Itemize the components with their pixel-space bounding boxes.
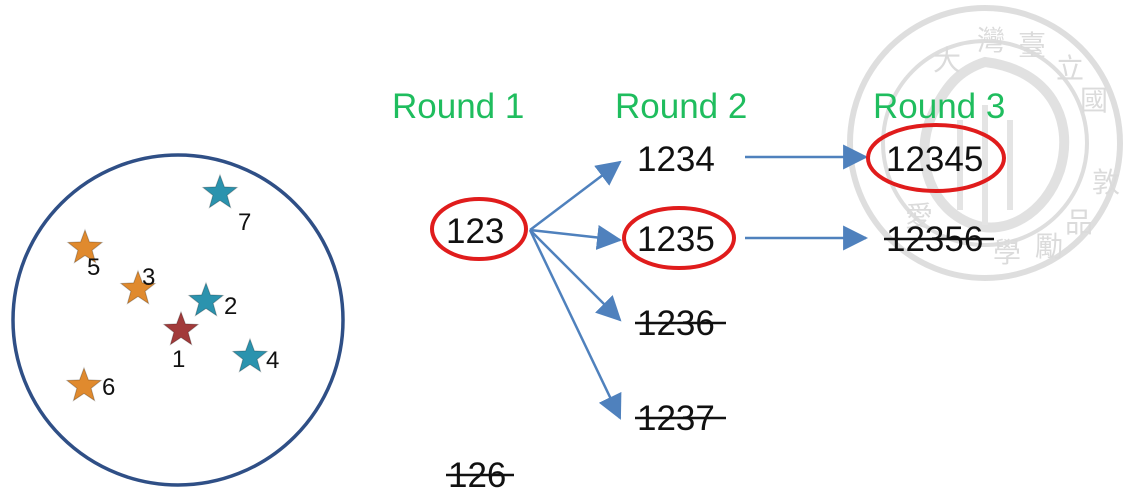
seal-watermark: 大 灣 臺 立 國 敦 品 勵 學 愛 [847, 5, 1123, 281]
star-4-icon [231, 337, 269, 373]
node-123: 123 [446, 212, 504, 251]
star-2-icon [187, 281, 225, 317]
round-2-header: Round 2 [615, 87, 747, 126]
seal-char: 大 [933, 44, 961, 77]
node-1234: 1234 [637, 140, 715, 179]
seal-char: 勵 [1035, 230, 1063, 263]
arrow-123-to-1234 [529, 160, 622, 231]
arrow-123-to-1237 [528, 229, 622, 420]
seal-char: 品 [1065, 206, 1093, 239]
seal-char: 學 [993, 236, 1021, 269]
round-3-header: Round 3 [873, 87, 1005, 126]
star-label-5: 5 [87, 254, 100, 281]
selected-highlight-1235 [622, 206, 736, 270]
node-1235: 1235 [637, 220, 715, 259]
star-3-icon [119, 269, 157, 305]
star-7-icon [201, 173, 239, 209]
arrow-123-to-1235 [529, 225, 623, 250]
star-label-2: 2 [224, 293, 237, 320]
round-1-header: Round 1 [392, 87, 524, 126]
arrow-group [528, 144, 869, 420]
seal-char: 臺 [1018, 29, 1046, 62]
star-label-6: 6 [102, 374, 115, 401]
seal-char: 國 [1080, 84, 1108, 117]
star-label-4: 4 [266, 347, 279, 374]
star-label-3: 3 [142, 264, 155, 291]
seal-char: 立 [1056, 52, 1084, 85]
star-5-icon [66, 228, 104, 264]
selected-highlight-123 [430, 197, 528, 261]
cluster-circle [11, 153, 345, 487]
star-label-7: 7 [238, 209, 251, 236]
selected-highlight-12345 [866, 123, 1006, 193]
seal-char: 愛 [905, 200, 933, 233]
star-label-1: 1 [172, 346, 185, 373]
star-group: 7 5 3 2 1 4 6 [65, 173, 279, 402]
seal-char: 敦 [1092, 166, 1120, 199]
arrow-123-to-1236 [529, 229, 622, 322]
star-1-icon [162, 310, 200, 346]
node-12345: 12345 [886, 140, 983, 179]
star-6-icon [65, 366, 103, 402]
seal-char: 灣 [977, 24, 1005, 57]
